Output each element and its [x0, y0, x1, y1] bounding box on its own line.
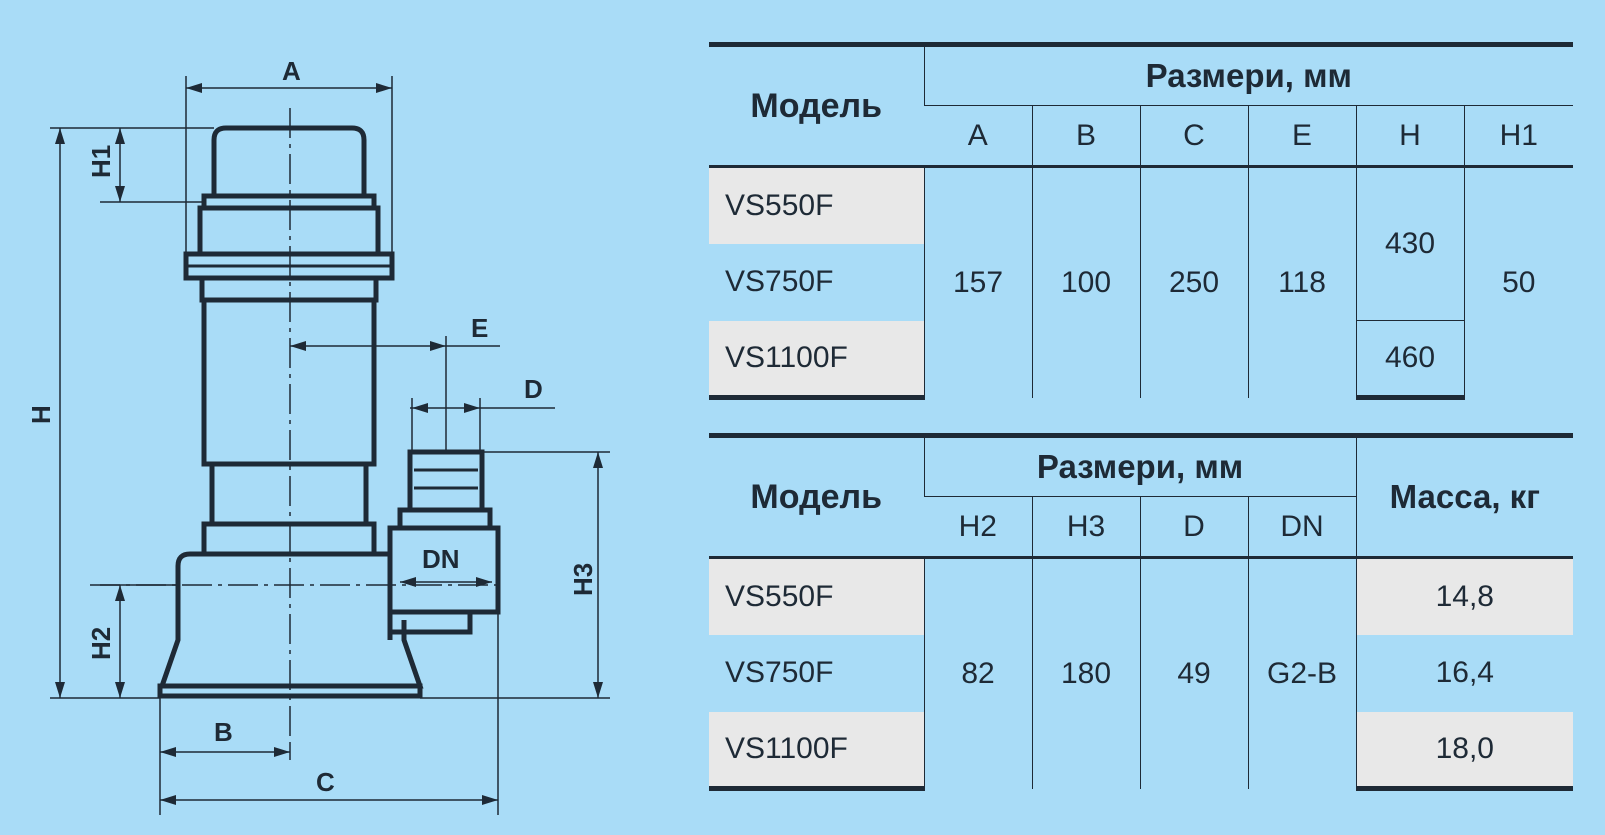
label-a: A [282, 56, 301, 86]
dimensions-table-1: Модель Размери, мм A B C E H H1 VS550F 1… [709, 42, 1574, 400]
col-header-b: B [1031, 105, 1140, 168]
col-header-c: C [1139, 105, 1248, 168]
col-header-dn: DN [1247, 496, 1357, 559]
model-vs550f: VS550F [709, 166, 924, 244]
value-a: 157 [923, 166, 1032, 398]
dimensions-group-header: Размери, мм [923, 42, 1574, 106]
col-header-d: D [1139, 496, 1248, 559]
mass-vs1100f: 18,0 [1355, 711, 1574, 791]
value-h1: 50 [1463, 166, 1574, 398]
value-h-large: 460 [1355, 320, 1464, 400]
col-header-h: H [1355, 105, 1464, 168]
pump-dimension-drawing: A H1 H E D DN H2 H3 B C [26, 56, 610, 815]
model-vs750f: VS750F [725, 265, 834, 298]
model-vs750f: VS750F [725, 656, 834, 689]
value-h3: 180 [1031, 557, 1140, 789]
model-vs1100f: VS1100F [709, 711, 924, 791]
value-c: 250 [1139, 166, 1248, 398]
value-h2: 82 [923, 557, 1032, 789]
dimensions-group-header: Размери, мм [923, 433, 1357, 497]
mass-vs550f: 14,8 [1355, 557, 1574, 635]
col-header-e: E [1247, 105, 1356, 168]
mass-header: Масса, кг [1355, 433, 1574, 559]
value-b: 100 [1031, 166, 1140, 398]
dimensions-table-2: Модель Размери, мм Масса, кг H2 H3 D DN … [709, 433, 1574, 791]
col-header-a: A [924, 105, 1032, 168]
label-h: H [26, 405, 56, 424]
label-h3: H3 [568, 563, 598, 596]
label-dn: DN [422, 544, 460, 574]
col-header-h1: H1 [1463, 105, 1574, 168]
value-e: 118 [1247, 166, 1356, 398]
col-header-h3: H3 [1031, 496, 1140, 559]
model-header: Модель [709, 433, 924, 559]
model-vs1100f: VS1100F [709, 320, 924, 400]
label-h2: H2 [86, 627, 116, 660]
label-c: C [316, 767, 335, 797]
label-d: D [524, 374, 543, 404]
label-e: E [471, 313, 488, 343]
label-h1: H1 [86, 145, 116, 178]
label-b: B [214, 717, 233, 747]
model-header: Модель [709, 42, 924, 168]
value-h-small: 430 [1355, 166, 1464, 321]
value-dn: G2-B [1247, 557, 1357, 789]
model-vs550f: VS550F [709, 557, 924, 635]
col-header-h2: H2 [924, 496, 1032, 559]
value-d: 49 [1139, 557, 1248, 789]
mass-vs750f: 16,4 [1355, 634, 1574, 712]
